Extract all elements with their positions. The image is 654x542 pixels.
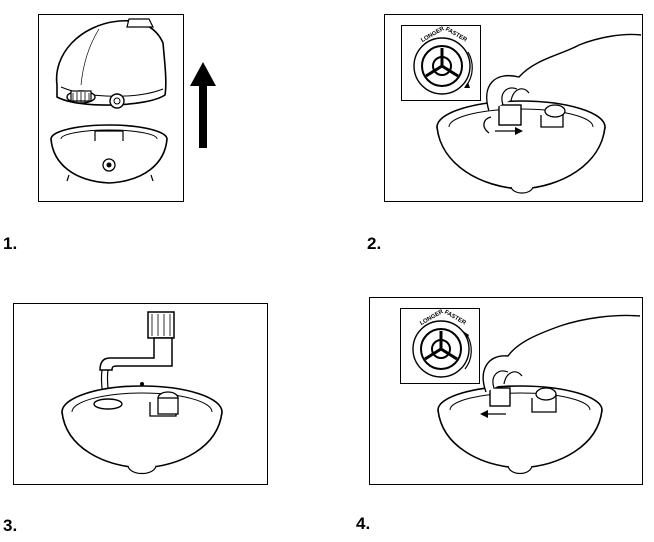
faucet-fill-drawing (61, 311, 223, 475)
valve-return-drawing (437, 314, 641, 475)
step-2-illustration: LONGER FASTER (384, 14, 643, 202)
step-1-number: 1. (3, 234, 18, 253)
cropped-header-remnant (0, 0, 160, 8)
step-3-illustration (13, 303, 268, 485)
step-4-illustration: LONGER FASTER (369, 297, 643, 485)
humidifier-lift-drawing (50, 18, 168, 184)
step-4-dial-inset: LONGER FASTER (400, 308, 480, 384)
step-2-dial-inset: LONGER FASTER (401, 25, 481, 101)
dial-icon (413, 37, 473, 95)
lift-up-arrow-icon (190, 62, 216, 148)
step-2-number: 2. (367, 234, 382, 253)
step-4-number: 4. (356, 514, 371, 533)
step-1-illustration (38, 14, 184, 202)
dial-icon (412, 320, 472, 378)
valve-turn-drawing (436, 33, 642, 194)
step-3-number: 3. (3, 516, 18, 535)
